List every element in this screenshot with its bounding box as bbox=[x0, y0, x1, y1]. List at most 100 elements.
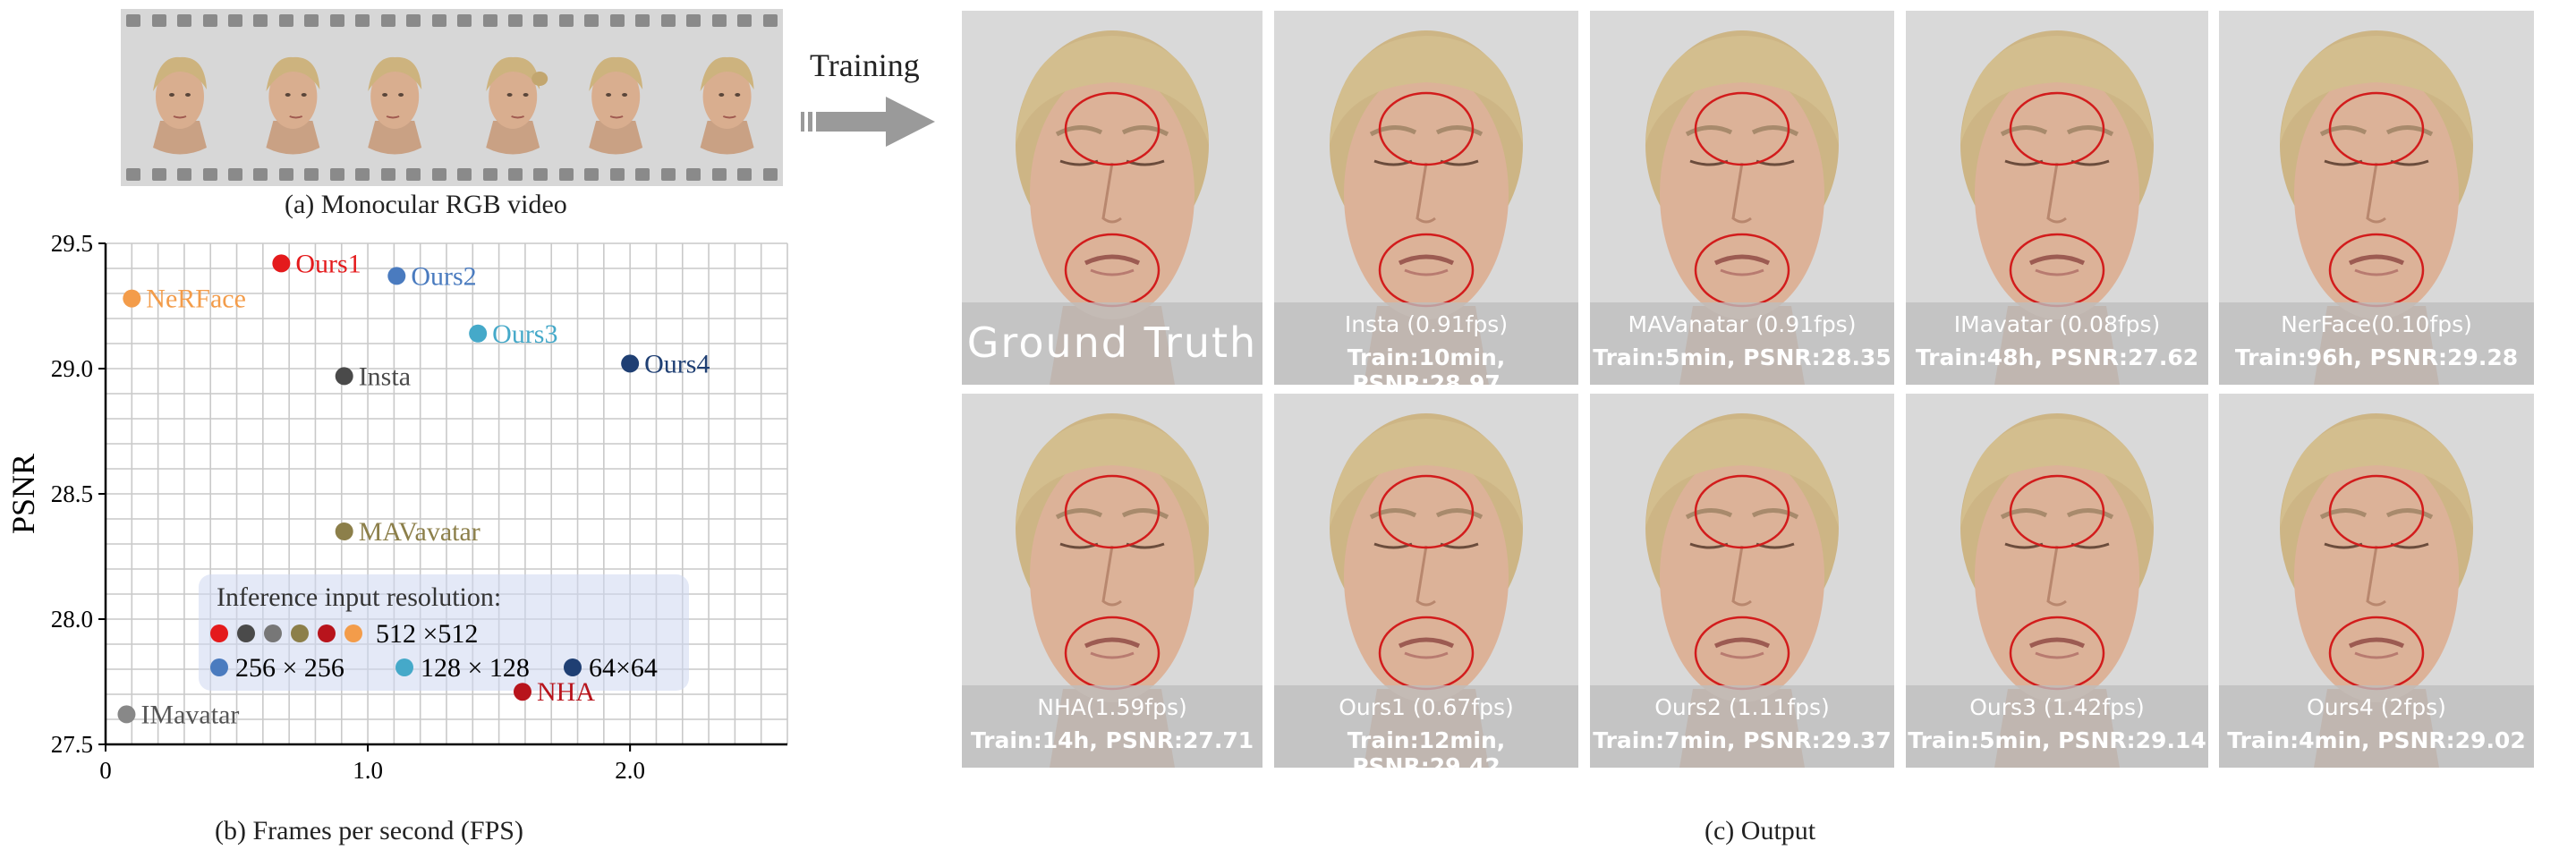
method-fps-label: Insta (0.91fps) bbox=[1344, 311, 1509, 337]
face-render-image bbox=[1645, 30, 1839, 385]
output-panel: NerFace(0.10fps)Train:96h, PSNR:29.28 bbox=[2219, 11, 2534, 385]
video-filmstrip bbox=[121, 9, 783, 186]
film-perforation bbox=[151, 14, 166, 27]
data-label-nha: NHA bbox=[537, 677, 595, 707]
method-fps-label: MAVanatar (0.91fps) bbox=[1628, 311, 1857, 337]
film-perforation bbox=[457, 168, 472, 181]
film-perforation bbox=[355, 14, 370, 27]
training-arrow-icon bbox=[801, 97, 935, 147]
film-perforation bbox=[253, 168, 268, 181]
film-perforation bbox=[584, 14, 599, 27]
data-label-imavatar: IMavatar bbox=[140, 700, 239, 729]
y-tick-label: 28.0 bbox=[51, 606, 93, 633]
output-panel: Ours3 (1.42fps)Train:5min, PSNR:29.14 bbox=[1906, 394, 2208, 768]
legend-marker bbox=[344, 624, 362, 642]
data-label-ours1: Ours1 bbox=[295, 249, 361, 278]
film-perforation bbox=[177, 168, 192, 181]
forehead-highlight-ellipse bbox=[2328, 91, 2425, 166]
film-perforation bbox=[304, 14, 319, 27]
data-point-ours3 bbox=[469, 324, 488, 343]
forehead-highlight-ellipse bbox=[2009, 474, 2105, 549]
train-psnr-label: Train:5min, PSNR:29.14 bbox=[1908, 727, 2206, 753]
film-perforation bbox=[406, 14, 421, 27]
head-frame-thumbnail bbox=[675, 36, 772, 159]
data-label-insta: Insta bbox=[359, 361, 411, 391]
legend-title: Inference input resolution: bbox=[217, 582, 501, 612]
method-fps-label: IMavatar (0.08fps) bbox=[1953, 311, 2161, 337]
film-perforation bbox=[253, 14, 268, 27]
film-perforation bbox=[660, 14, 676, 27]
output-panel: Ours2 (1.11fps)Train:7min, PSNR:29.37 bbox=[1590, 394, 1894, 768]
legend-marker bbox=[291, 624, 309, 642]
video-frames bbox=[132, 36, 772, 159]
data-point-ours2 bbox=[387, 267, 406, 285]
film-perforation bbox=[329, 168, 344, 181]
film-perforation bbox=[126, 14, 141, 27]
train-psnr-label: Train:12min, PSNR:29.42 bbox=[1347, 727, 1506, 768]
caption-monocular-video: (a) Monocular RGB video bbox=[285, 190, 567, 219]
legend-marker bbox=[318, 624, 336, 642]
film-perforation bbox=[177, 14, 192, 27]
film-perforation bbox=[737, 168, 752, 181]
film-perforation bbox=[609, 168, 625, 181]
panel-label-box: Insta (0.91fps) Train:10min, PSNR:28.97 bbox=[1274, 302, 1578, 385]
film-perforation bbox=[686, 14, 701, 27]
x-tick-label: 1.0 bbox=[353, 757, 383, 784]
ground-truth-label: Ground Truth bbox=[966, 319, 1258, 367]
data-label-mavavatar: MAVavatar bbox=[359, 517, 480, 547]
legend-label-resolution: 256 × 256 bbox=[235, 653, 344, 683]
film-perforation bbox=[151, 168, 166, 181]
forehead-highlight-ellipse bbox=[1064, 91, 1160, 166]
film-perforation bbox=[329, 14, 344, 27]
film-perforation bbox=[202, 168, 217, 181]
panel-label-box: MAVanatar (0.91fps)Train:5min, PSNR:28.3… bbox=[1590, 302, 1894, 385]
forehead-highlight-ellipse bbox=[1378, 91, 1475, 166]
film-perforation bbox=[635, 168, 650, 181]
film-perforation bbox=[482, 168, 497, 181]
panel-label-box: Ours2 (1.11fps)Train:7min, PSNR:29.37 bbox=[1590, 685, 1894, 768]
head-frame-thumbnail bbox=[566, 36, 664, 159]
film-perforation bbox=[686, 168, 701, 181]
film-perforation bbox=[711, 168, 727, 181]
legend-label-resolution: 128 × 128 bbox=[421, 653, 530, 683]
method-fps-label: Ours1 (0.67fps) bbox=[1339, 694, 1514, 720]
y-axis-label: PSNR bbox=[5, 454, 41, 534]
forehead-highlight-ellipse bbox=[2328, 474, 2425, 549]
film-perforation bbox=[228, 168, 243, 181]
head-frame-thumbnail bbox=[349, 36, 446, 159]
panel-label-box: NHA(1.59fps)Train:14h, PSNR:27.71 bbox=[962, 685, 1262, 768]
film-perforation bbox=[609, 14, 625, 27]
method-fps-label: Ours2 (1.11fps) bbox=[1654, 694, 1830, 720]
panel-label-box: Ours1 (0.67fps) Train:12min, PSNR:29.42 bbox=[1274, 685, 1578, 768]
data-label-ours3: Ours3 bbox=[492, 319, 557, 349]
film-perforations-top bbox=[121, 11, 783, 30]
x-tick-label: 2.0 bbox=[615, 757, 645, 784]
method-fps-label: NHA(1.59fps) bbox=[1037, 694, 1187, 720]
caption-output: (c) Output bbox=[1705, 816, 1816, 845]
film-perforation bbox=[126, 168, 141, 181]
legend-label-resolution: 64×64 bbox=[589, 653, 658, 683]
film-perforation bbox=[482, 14, 497, 27]
output-panel: MAVanatar (0.91fps)Train:5min, PSNR:28.3… bbox=[1590, 11, 1894, 385]
film-perforation bbox=[228, 14, 243, 27]
film-perforation bbox=[304, 168, 319, 181]
method-fps-label: Ours4 (2fps) bbox=[2307, 694, 2446, 720]
panel-label-box: Ours3 (1.42fps)Train:5min, PSNR:29.14 bbox=[1906, 685, 2208, 768]
y-tick-label: 29.0 bbox=[51, 355, 93, 382]
film-perforation bbox=[278, 168, 293, 181]
output-panel: Insta (0.91fps) Train:10min, PSNR:28.97 bbox=[1274, 11, 1578, 385]
output-panel: Ours1 (0.67fps) Train:12min, PSNR:29.42 bbox=[1274, 394, 1578, 768]
panel-label-box: IMavatar (0.08fps) Train:48h, PSNR:27.62 bbox=[1906, 302, 2208, 385]
head-frame-thumbnail bbox=[240, 36, 337, 159]
head-frame-thumbnail bbox=[132, 36, 228, 159]
film-perforation bbox=[558, 168, 574, 181]
forehead-highlight-ellipse bbox=[1064, 474, 1160, 549]
training-label: Training bbox=[810, 47, 920, 83]
head-frame-thumbnail bbox=[457, 36, 555, 159]
train-psnr-label: Train:48h, PSNR:27.62 bbox=[1915, 344, 2199, 370]
train-psnr-label: Train:10min, PSNR:28.97 bbox=[1347, 344, 1506, 385]
film-perforation bbox=[762, 14, 778, 27]
legend-marker bbox=[264, 624, 282, 642]
legend-marker bbox=[395, 658, 413, 676]
